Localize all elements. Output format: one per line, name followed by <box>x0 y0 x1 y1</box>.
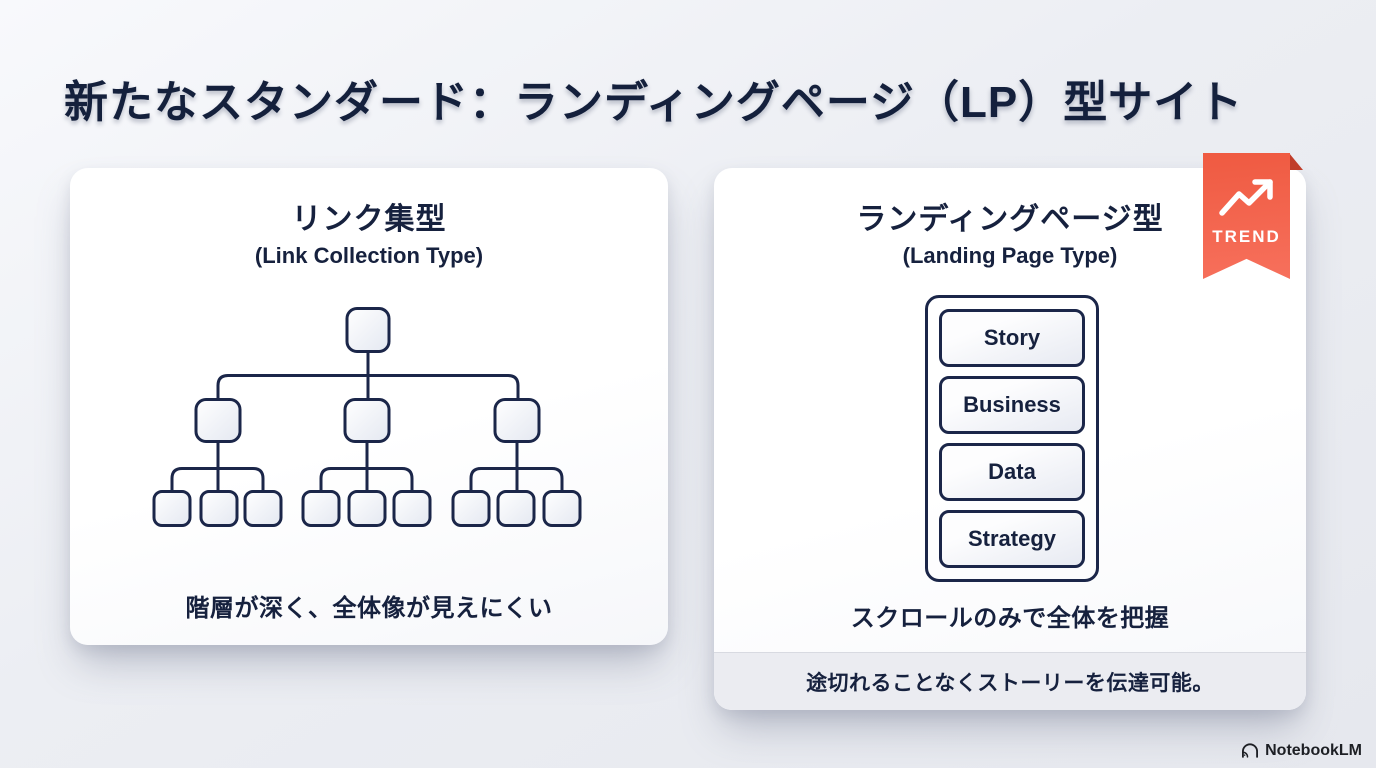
brand-footer: NotebookLM <box>1240 741 1362 761</box>
link-collection-subtitle: (Link Collection Type) <box>254 243 484 268</box>
tree-connector <box>319 440 414 493</box>
tree-connector <box>170 440 265 493</box>
section-box-business: Business <box>939 376 1085 434</box>
section-box-story: Story <box>939 309 1085 367</box>
tree-node <box>194 398 242 443</box>
section-box-data: Data <box>939 443 1085 501</box>
landing-page-title: ランディングページ型 <box>856 203 1164 236</box>
trending-up-icon <box>1218 179 1273 216</box>
tree-node-leaf <box>496 490 536 527</box>
landing-page-footer-note: 途切れることなくストーリーを伝達可能。 <box>714 652 1306 710</box>
tree-node-leaf <box>542 490 582 527</box>
tree-node-leaf <box>152 490 192 527</box>
tree-node <box>493 398 541 443</box>
trend-badge: TREND <box>1203 153 1290 279</box>
tree-node-leaf <box>243 490 283 527</box>
tree-node-leaf <box>392 490 432 527</box>
hierarchy-tree-diagram <box>152 307 582 527</box>
tree-node-leaf <box>347 490 387 527</box>
tree-node-leaf <box>199 490 239 527</box>
tree-node-leaf <box>301 490 341 527</box>
tree-node-root <box>345 307 391 353</box>
brand-name: NotebookLM <box>1265 742 1362 759</box>
section-box-strategy: Strategy <box>939 510 1085 568</box>
link-collection-title: リンク集型 <box>291 203 447 236</box>
tree-connector <box>216 350 520 402</box>
tree-connector <box>469 440 564 493</box>
landing-page-caption: スクロールのみで全体を把握 <box>850 605 1170 632</box>
tree-node <box>343 398 391 443</box>
notebooklm-logo-icon <box>1242 743 1259 758</box>
landing-page-scroll-diagram: Story Business Data Strategy <box>925 295 1099 582</box>
tree-node-leaf <box>451 490 491 527</box>
link-collection-caption: 階層が深く、全体像が見えにくい <box>185 595 553 622</box>
page-title: 新たなスタンダード：ランディングページ（LP）型サイト <box>64 78 1244 127</box>
trend-badge-label: TREND <box>1212 227 1281 246</box>
landing-page-subtitle: (Landing Page Type) <box>902 243 1118 268</box>
link-collection-card: リンク集型 (Link Collection Type) <box>70 168 668 645</box>
